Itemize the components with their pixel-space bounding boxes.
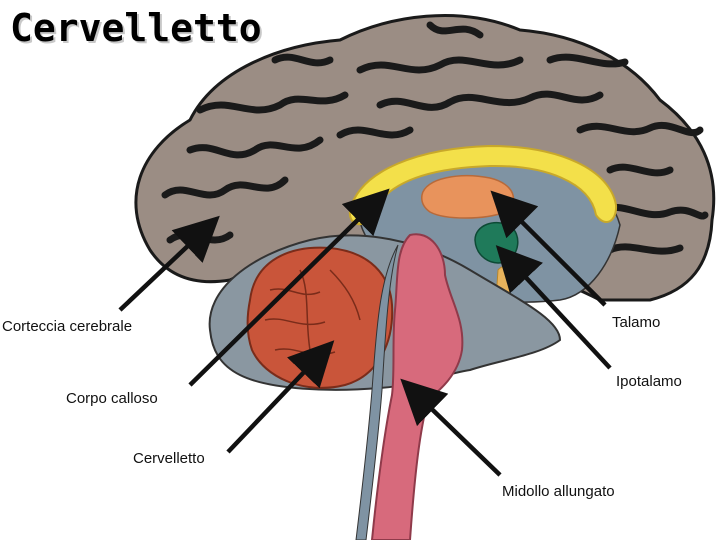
cerebellum xyxy=(246,246,394,389)
label-cervelletto: Cervelletto xyxy=(133,450,205,467)
pointer-arrows xyxy=(118,188,612,477)
page-title: Cervelletto xyxy=(10,6,262,50)
label-talamo: Talamo xyxy=(612,314,661,331)
label-ipotalamo: Ipotalamo xyxy=(616,373,682,390)
arrow-midollo xyxy=(400,378,502,477)
label-corpo-calloso: Corpo calloso xyxy=(66,390,158,407)
arrow-corteccia xyxy=(118,215,220,312)
label-midollo-allungato: Midollo allungato xyxy=(502,483,615,500)
thalamus xyxy=(421,175,515,219)
cortex-folds xyxy=(161,21,709,255)
arrow-ipotalamo xyxy=(495,245,612,370)
arrow-cervelletto xyxy=(226,340,335,454)
label-corteccia-cerebrale: Corteccia cerebrale xyxy=(2,318,133,335)
arrow-talamo xyxy=(490,190,607,307)
arrow-corpo xyxy=(188,188,390,387)
